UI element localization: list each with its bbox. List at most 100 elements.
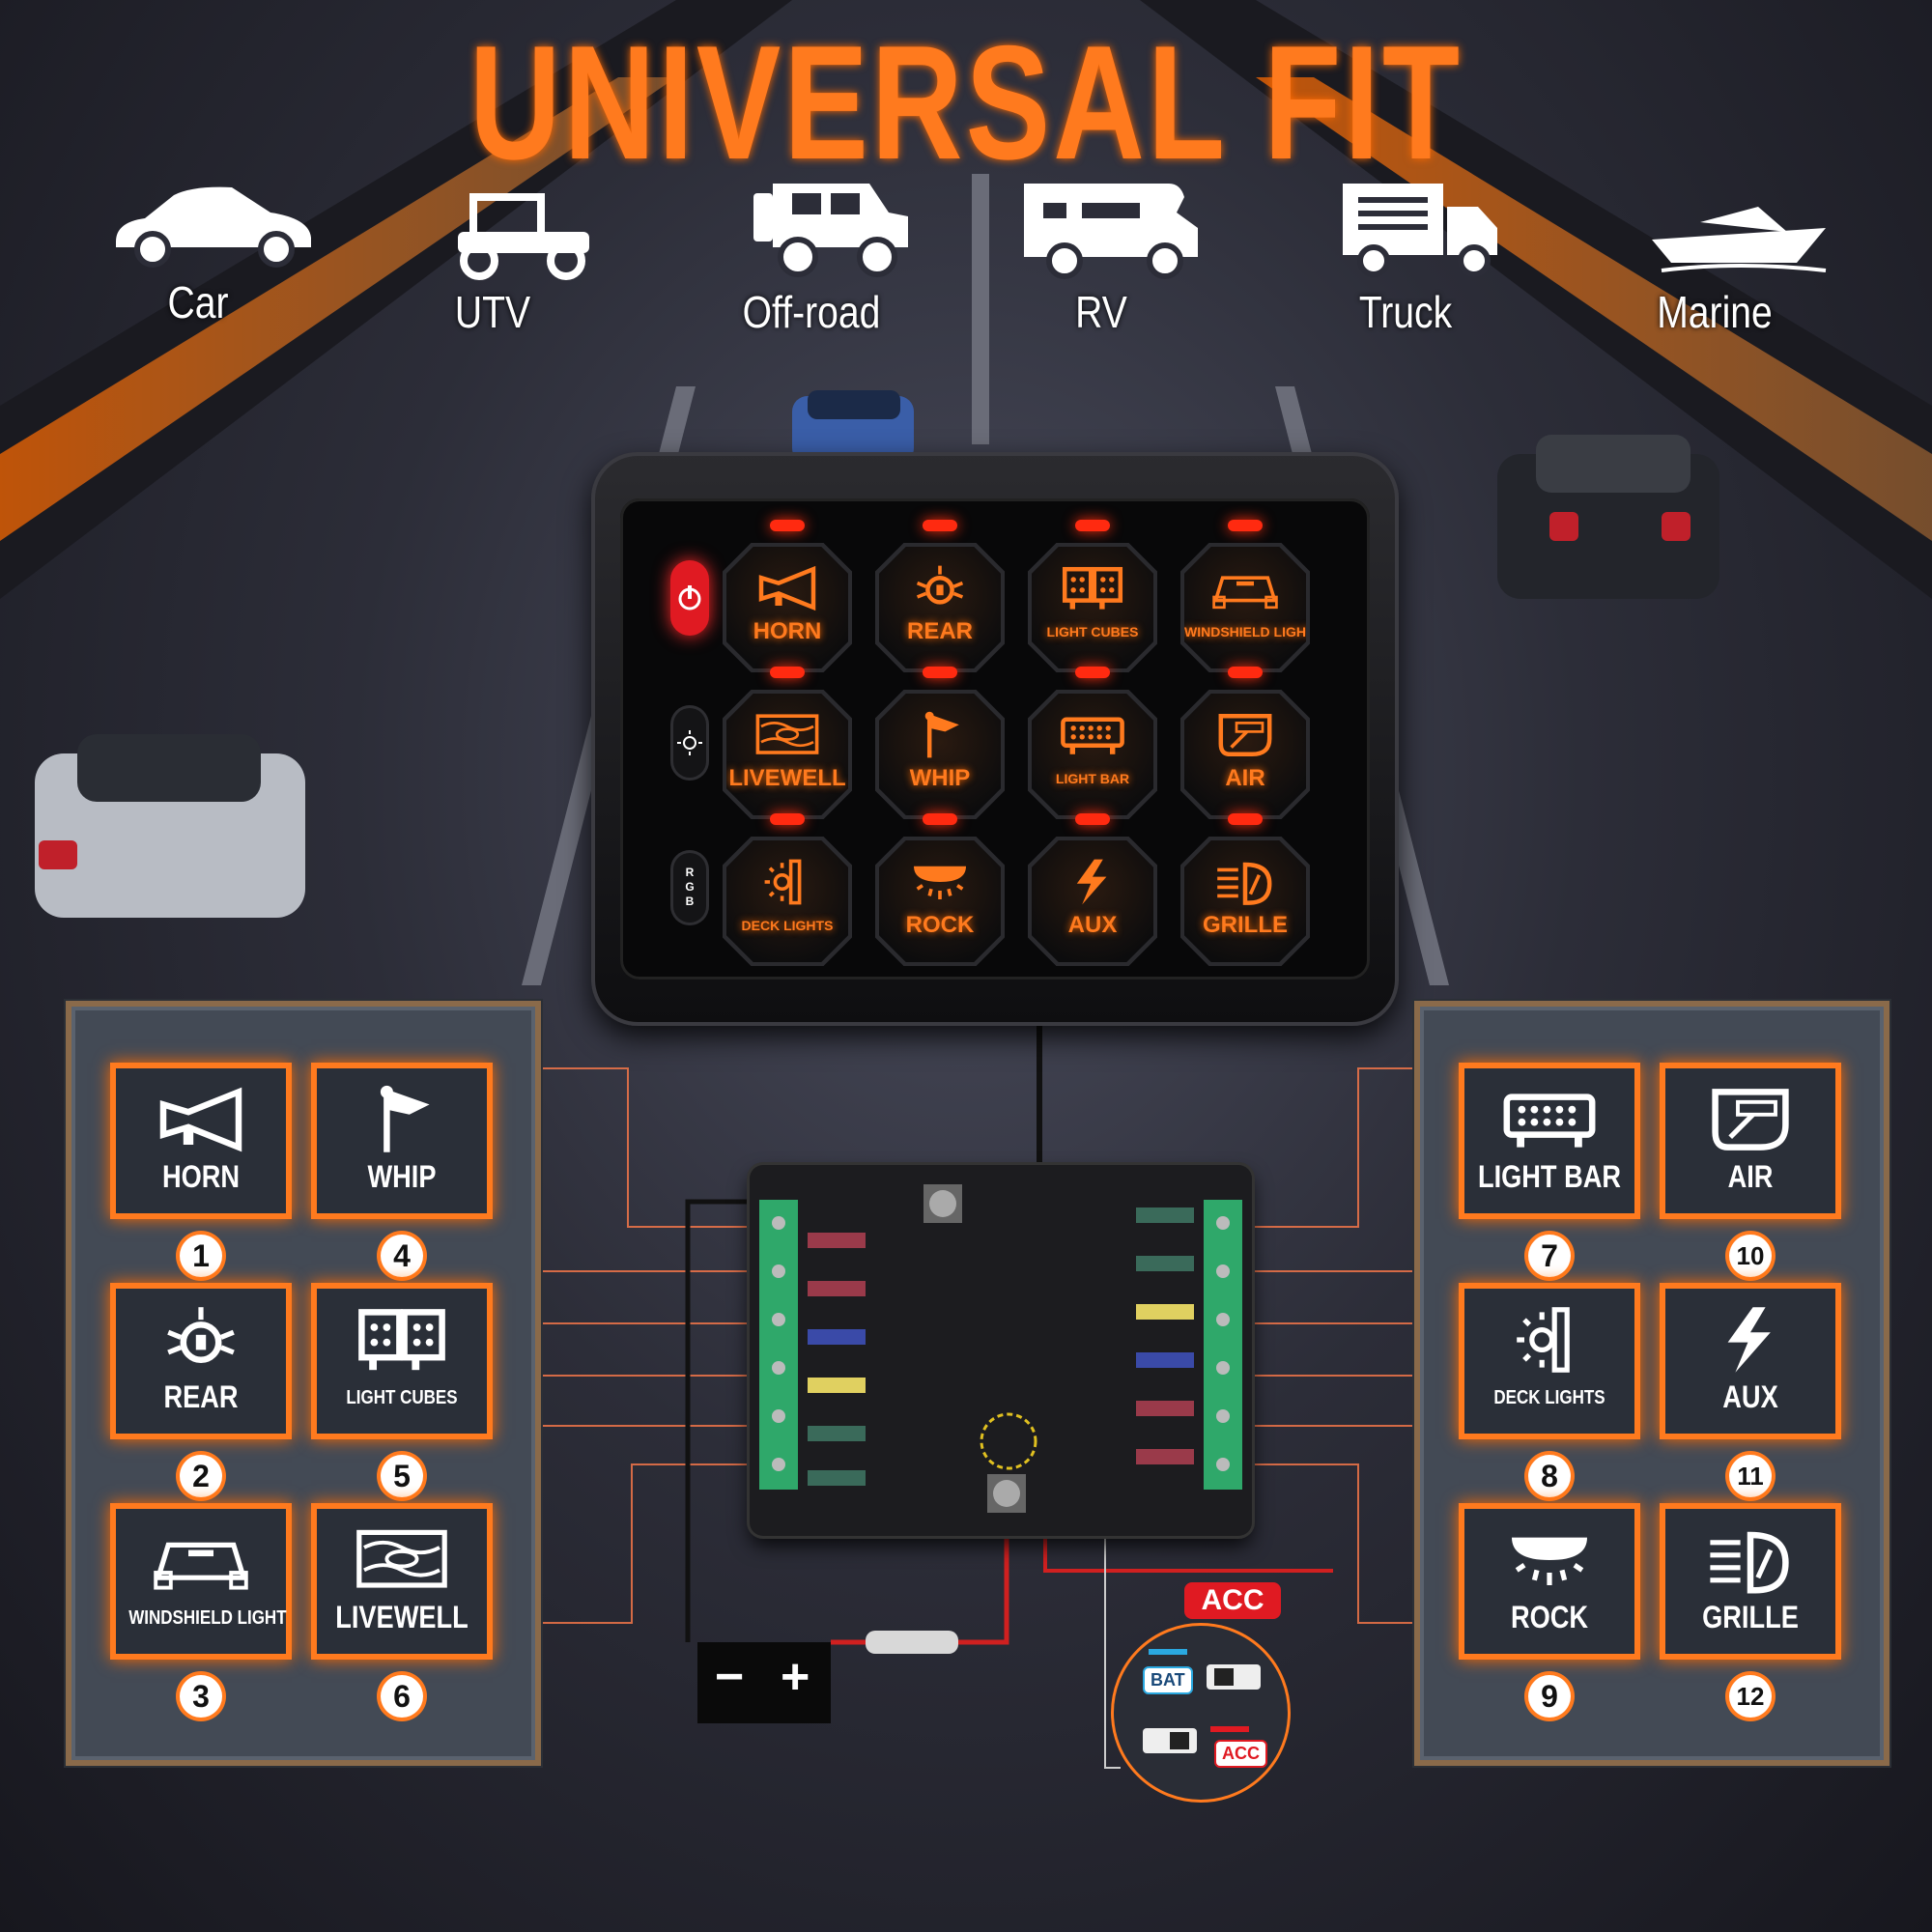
vehicle-car: Car (97, 174, 328, 328)
key-indicator-led (1075, 520, 1110, 531)
brightness-button[interactable] (670, 705, 709, 781)
livewell-icon (356, 1529, 447, 1588)
arrow-left-icon (1149, 1649, 1187, 1655)
panel-key-light-bar[interactable]: LIGHT BAR (1028, 690, 1157, 819)
windshield-light-icon (154, 1542, 248, 1590)
light-cubes-icon (358, 1309, 445, 1371)
legend-number: 11 (1729, 1455, 1772, 1497)
legend-tile-light-bar: LIGHT BAR (1459, 1063, 1640, 1219)
key-label: HORN (753, 618, 822, 644)
vehicle-utv: UTV (406, 184, 638, 338)
legend-tile-rock: ROCK (1459, 1503, 1640, 1660)
grille-icon (1217, 862, 1272, 905)
key-indicator-led (1228, 667, 1263, 678)
legend-tile-label: ROCK (1510, 1600, 1589, 1634)
rgb-button[interactable]: R G B (670, 850, 709, 925)
key-indicator-led (923, 667, 957, 678)
vehicle-label: Car (167, 277, 229, 327)
key-face: LIGHT BAR (1032, 694, 1153, 815)
utv-icon (458, 193, 589, 280)
vehicle-truck: Truck (1304, 174, 1536, 338)
vehicle-label: Truck (1358, 287, 1453, 337)
car-left (35, 734, 305, 918)
legend-tile-label: GRILLE (1702, 1600, 1799, 1634)
key-label: LIGHT BAR (1055, 771, 1130, 786)
horn-icon (758, 565, 816, 611)
panel-key-light-cubes[interactable]: LIGHT CUBES (1028, 543, 1157, 672)
aux-icon (1727, 1307, 1771, 1373)
legend-number: 1 (180, 1235, 222, 1277)
switch-toggle-bat[interactable] (1207, 1664, 1261, 1690)
legend-tile-label: LIGHT CUBES (346, 1387, 458, 1408)
key-indicator-led (1075, 667, 1110, 678)
legend-tile-label: DECK LIGHTS (1493, 1387, 1605, 1408)
rgb-label: R G B (685, 866, 695, 908)
legend-number: 2 (180, 1455, 222, 1497)
key-label: WHIP (909, 765, 971, 791)
legend-tile-label: HORN (161, 1159, 241, 1194)
fuse-box-illustration (759, 1184, 1242, 1513)
vehicle-marine: Marine (1623, 193, 1855, 338)
panel-key-deck-lights[interactable]: DECK LIGHTS (723, 837, 852, 966)
acc-badge: ACC (1184, 1582, 1281, 1619)
legend-tile-deck-lights: DECK LIGHTS (1459, 1283, 1640, 1439)
legend-tile-label: WINDSHIELD LIGHT (128, 1607, 287, 1629)
panel-key-windshield-light[interactable]: WINDSHIELD LIGHT (1180, 543, 1310, 672)
key-face: WINDSHIELD LIGHT (1184, 547, 1306, 668)
panel-key-air[interactable]: AIR (1180, 690, 1310, 819)
key-label: REAR (906, 618, 973, 644)
panel-key-livewell[interactable]: LIVEWELL (723, 690, 852, 819)
offroad-icon (753, 184, 908, 277)
panel-key-horn[interactable]: HORN (723, 543, 852, 672)
bat-acc-switch-detail: BAT ACC (1111, 1623, 1291, 1803)
panel-key-aux[interactable]: AUX (1028, 837, 1157, 966)
legend-tile-label: AUX (1722, 1379, 1778, 1414)
legend-number: 12 (1729, 1675, 1772, 1718)
key-indicator-led (1228, 520, 1263, 531)
truck-icon (1343, 184, 1497, 277)
legend-tile-light-cubes: LIGHT CUBES (311, 1283, 493, 1439)
legend-number: 3 (180, 1675, 222, 1718)
legend-number: 4 (381, 1235, 423, 1277)
vehicle-label: Off-road (742, 287, 881, 337)
light-cubes-icon (1062, 566, 1123, 610)
key-face: HORN (726, 547, 848, 668)
arrow-right-icon (1210, 1726, 1249, 1732)
power-button[interactable] (670, 560, 709, 636)
aux-icon (1076, 859, 1107, 905)
legend-tile-label: REAR (163, 1379, 239, 1414)
legend-tile-livewell: LIVEWELL (311, 1503, 493, 1660)
switch-toggle-acc[interactable] (1143, 1728, 1197, 1753)
legend-number: 10 (1729, 1235, 1772, 1277)
deck-lights-icon (1517, 1307, 1570, 1373)
light-bar-icon (1061, 717, 1124, 754)
deck-lights-icon (764, 859, 802, 905)
key-indicator-led (770, 520, 805, 531)
key-face: AUX (1032, 840, 1153, 962)
key-face: DECK LIGHTS (726, 840, 848, 962)
boat-icon (1652, 207, 1827, 272)
key-face: ROCK (879, 840, 1001, 962)
livewell-icon (755, 714, 819, 754)
legend-tile-aux: AUX (1660, 1283, 1841, 1439)
whip-icon (924, 711, 959, 758)
power-icon (678, 585, 701, 611)
battery: − + (697, 1642, 831, 1723)
key-label: ROCK (905, 912, 975, 938)
key-indicator-led (1075, 813, 1110, 825)
panel-key-rear[interactable]: REAR (875, 543, 1005, 672)
rear-icon (916, 565, 964, 605)
rock-icon (1512, 1537, 1587, 1585)
legend-number: 6 (381, 1675, 423, 1718)
legend-tile-air: AIR (1660, 1063, 1841, 1219)
panel-key-grille[interactable]: GRILLE (1180, 837, 1310, 966)
vehicle-label: Marine (1657, 287, 1773, 337)
page-title: UNIVERSAL FIT (469, 12, 1463, 193)
panel-key-whip[interactable]: WHIP (875, 690, 1005, 819)
panel-key-rock[interactable]: ROCK (875, 837, 1005, 966)
battery-minus: − (715, 1649, 745, 1705)
legend-tile-label: AIR (1727, 1159, 1774, 1194)
car-right (1497, 435, 1719, 599)
key-face: WHIP (879, 694, 1001, 815)
legend-number: 5 (381, 1455, 423, 1497)
